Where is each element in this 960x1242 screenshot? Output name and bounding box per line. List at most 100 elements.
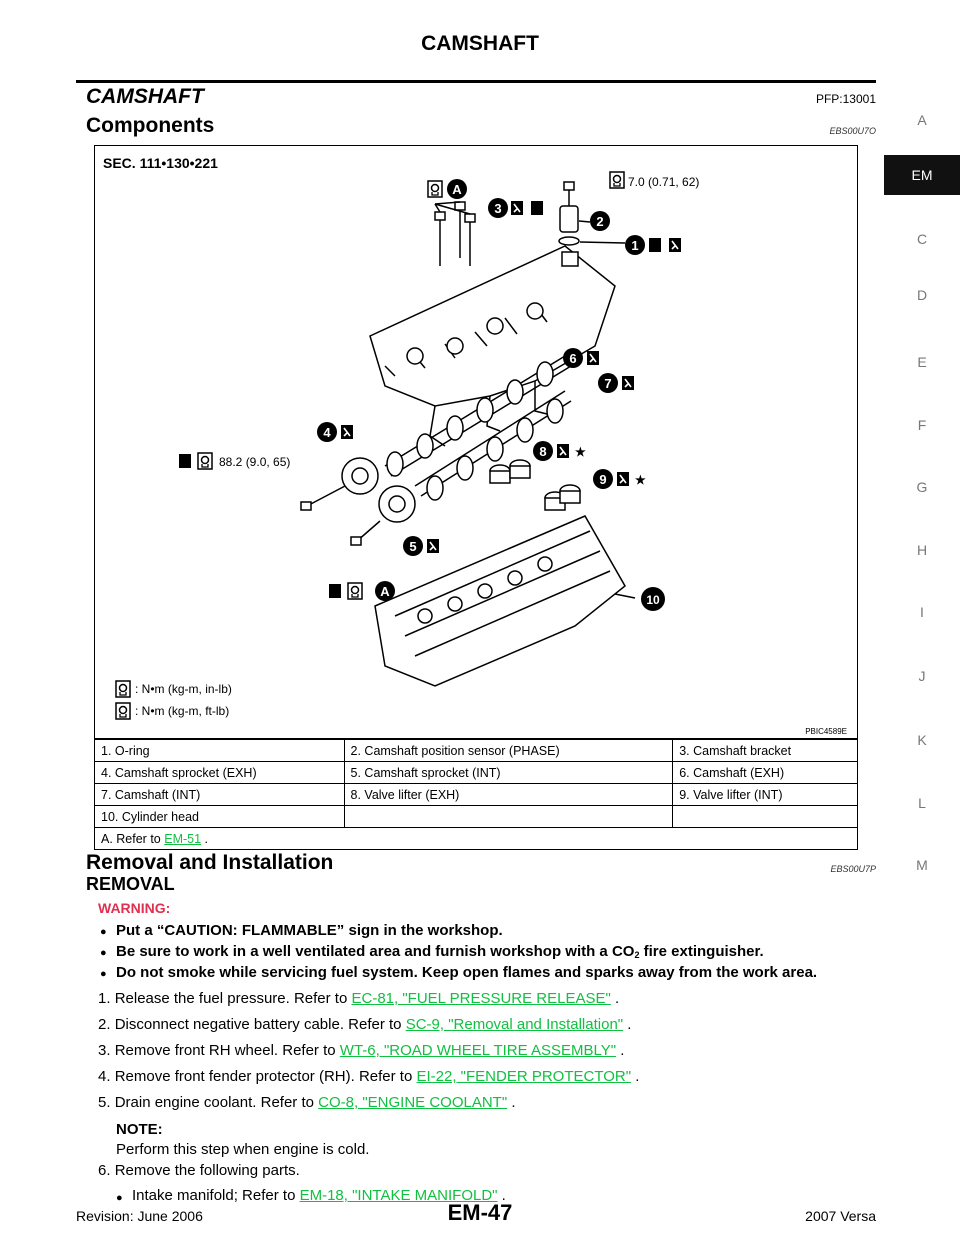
tab-j[interactable]: J — [918, 668, 926, 684]
legend-cell: 4. Camshaft sprocket (EXH) — [94, 761, 345, 784]
tab-a[interactable]: A — [917, 112, 927, 128]
legend-cell: 5. Camshaft sprocket (INT) — [343, 761, 674, 784]
step-4: 4. Remove front fender protector (RH). R… — [98, 1068, 640, 1085]
legend-cell: 3. Camshaft bracket — [672, 739, 858, 762]
step-2: 2. Disconnect negative battery cable. Re… — [98, 1016, 632, 1033]
legend-ref-prefix: A. Refer to — [101, 831, 161, 846]
legend-ref-suffix: . — [204, 831, 209, 846]
bullet-icon: ● — [100, 947, 107, 959]
section-title: CAMSHAFT — [86, 85, 204, 108]
tab-em[interactable]: EM — [884, 155, 960, 195]
callout-4: 4 — [323, 425, 331, 440]
callout-labels: A 3 7.0 (0.71, 62) 2 1 6 7 4 88.2 (9.0, … — [179, 171, 699, 611]
callout-a-bottom: A — [380, 584, 390, 599]
step-6: 6. Remove the following parts. — [98, 1162, 300, 1179]
star-9: ★ — [635, 473, 646, 487]
bullet-icon: ● — [116, 1192, 123, 1204]
bullet-icon: ● — [100, 926, 107, 938]
camshafts — [384, 355, 572, 501]
table-row: A. Refer to EM-51 . — [94, 827, 858, 850]
em-18-link[interactable]: EM-18, "INTAKE MANIFOLD" — [299, 1187, 498, 1204]
tab-i[interactable]: I — [920, 604, 924, 620]
warning-1: Put a “CAUTION: FLAMMABLE” sign in the w… — [116, 922, 503, 939]
callout-6: 6 — [569, 351, 576, 366]
removal-code: EBS00U7P — [830, 864, 876, 874]
component-legend-table: 1. O-ring 2. Camshaft position sensor (P… — [94, 739, 858, 850]
callout-2: 2 — [596, 214, 603, 229]
callout-7: 7 — [604, 376, 611, 391]
step-5: 5. Drain engine coolant. Refer to CO-8, … — [98, 1094, 516, 1111]
table-row: 1. O-ring 2. Camshaft position sensor (P… — [94, 739, 858, 762]
removal-installation-title: Removal and Installation — [86, 851, 334, 874]
ei-22-link[interactable]: EI-22, "FENDER PROTECTOR" — [416, 1068, 632, 1085]
star-8: ★ — [575, 445, 586, 459]
sensor-assembly — [558, 205, 626, 267]
camshaft-diagram: SEC. 111•130•221 — [103, 155, 847, 736]
valve-lifters — [489, 459, 581, 511]
tab-f[interactable]: F — [917, 417, 927, 433]
sc-9-link[interactable]: SC-9, "Removal and Installation" — [405, 1016, 624, 1033]
warning-label: WARNING: — [98, 900, 171, 916]
legend-cell — [672, 805, 858, 828]
bolts — [434, 181, 575, 266]
unit-legend: : N•m (kg-m, in-lb) : N•m (kg-m, ft-lb) … — [115, 680, 847, 736]
callout-10: 10 — [646, 593, 660, 607]
figure-code: PBIC4589E — [805, 727, 847, 736]
sprockets — [300, 457, 416, 546]
legend-cell: 8. Valve lifter (EXH) — [343, 783, 674, 806]
tab-d[interactable]: D — [916, 287, 928, 303]
torque-large-value: 88.2 (9.0, 65) — [219, 455, 290, 469]
tab-k[interactable]: K — [917, 732, 927, 748]
components-code: EBS00U7O — [829, 126, 876, 136]
footer-revision: Revision: June 2006 — [76, 1208, 203, 1224]
callout-a-top: A — [452, 182, 462, 197]
legend-cell: 2. Camshaft position sensor (PHASE) — [343, 739, 674, 762]
tab-l[interactable]: L — [918, 795, 926, 811]
legend-ref-cell: A. Refer to EM-51 . — [94, 827, 858, 850]
footer-model: 2007 Versa — [805, 1208, 876, 1224]
table-row: 4. Camshaft sprocket (EXH) 5. Camshaft s… — [94, 761, 858, 784]
legend-cell: 7. Camshaft (INT) — [94, 783, 345, 806]
tab-g[interactable]: G — [916, 479, 928, 495]
tab-m[interactable]: M — [916, 857, 928, 873]
cylinder-head — [374, 515, 636, 687]
co-8-link[interactable]: CO-8, "ENGINE COOLANT" — [318, 1094, 508, 1111]
tab-e[interactable]: E — [917, 354, 927, 370]
top-rule — [76, 80, 876, 83]
callout-9: 9 — [599, 472, 606, 487]
callout-8: 8 — [539, 444, 546, 459]
exploded-view-figure: SEC. 111•130•221 — [94, 145, 858, 739]
running-head: CAMSHAFT — [421, 32, 539, 55]
callout-1: 1 — [631, 238, 638, 253]
sub-item-intake-manifold: Intake manifold; Refer to EM-18, "INTAKE… — [132, 1187, 506, 1204]
legend-cell: 10. Cylinder head — [94, 805, 345, 828]
components-title: Components — [86, 114, 215, 137]
callout-5: 5 — [409, 539, 416, 554]
tab-c[interactable]: C — [916, 231, 928, 247]
legend-cell: 6. Camshaft (EXH) — [672, 761, 858, 784]
torque-small-value: 7.0 (0.71, 62) — [628, 175, 699, 189]
em-51-link[interactable]: EM-51 — [164, 831, 202, 846]
warning-3: Do not smoke while servicing fuel system… — [116, 964, 818, 981]
step-1: 1. Release the fuel pressure. Refer to E… — [98, 990, 620, 1007]
warning-2: Be sure to work in a well ventilated are… — [116, 943, 764, 960]
step-3: 3. Remove front RH wheel. Refer to WT-6,… — [98, 1042, 625, 1059]
legend-cell: 9. Valve lifter (INT) — [672, 783, 858, 806]
unit-legend-in-lb: : N•m (kg-m, in-lb) — [135, 682, 232, 696]
removal-subtitle: REMOVAL — [86, 874, 175, 894]
pfp-code: PFP:13001 — [815, 92, 876, 106]
note-label: NOTE: — [116, 1121, 163, 1138]
table-row: 10. Cylinder head — [94, 805, 858, 828]
tab-h[interactable]: H — [916, 542, 928, 558]
legend-cell — [343, 805, 674, 828]
note-text: Perform this step when engine is cold. — [116, 1141, 370, 1158]
wt-6-link[interactable]: WT-6, "ROAD WHEEL TIRE ASSEMBLY" — [339, 1042, 617, 1059]
legend-cell: 1. O-ring — [94, 739, 345, 762]
table-row: 7. Camshaft (INT) 8. Valve lifter (EXH) … — [94, 783, 858, 806]
unit-legend-ft-lb: : N•m (kg-m, ft-lb) — [135, 704, 229, 718]
ec-81-link[interactable]: EC-81, "FUEL PRESSURE RELEASE" — [351, 990, 611, 1007]
callout-3: 3 — [494, 201, 501, 216]
bullet-icon: ● — [100, 968, 107, 980]
page-number: EM-47 — [447, 1200, 513, 1225]
sec-label: SEC. 111•130•221 — [103, 155, 218, 171]
